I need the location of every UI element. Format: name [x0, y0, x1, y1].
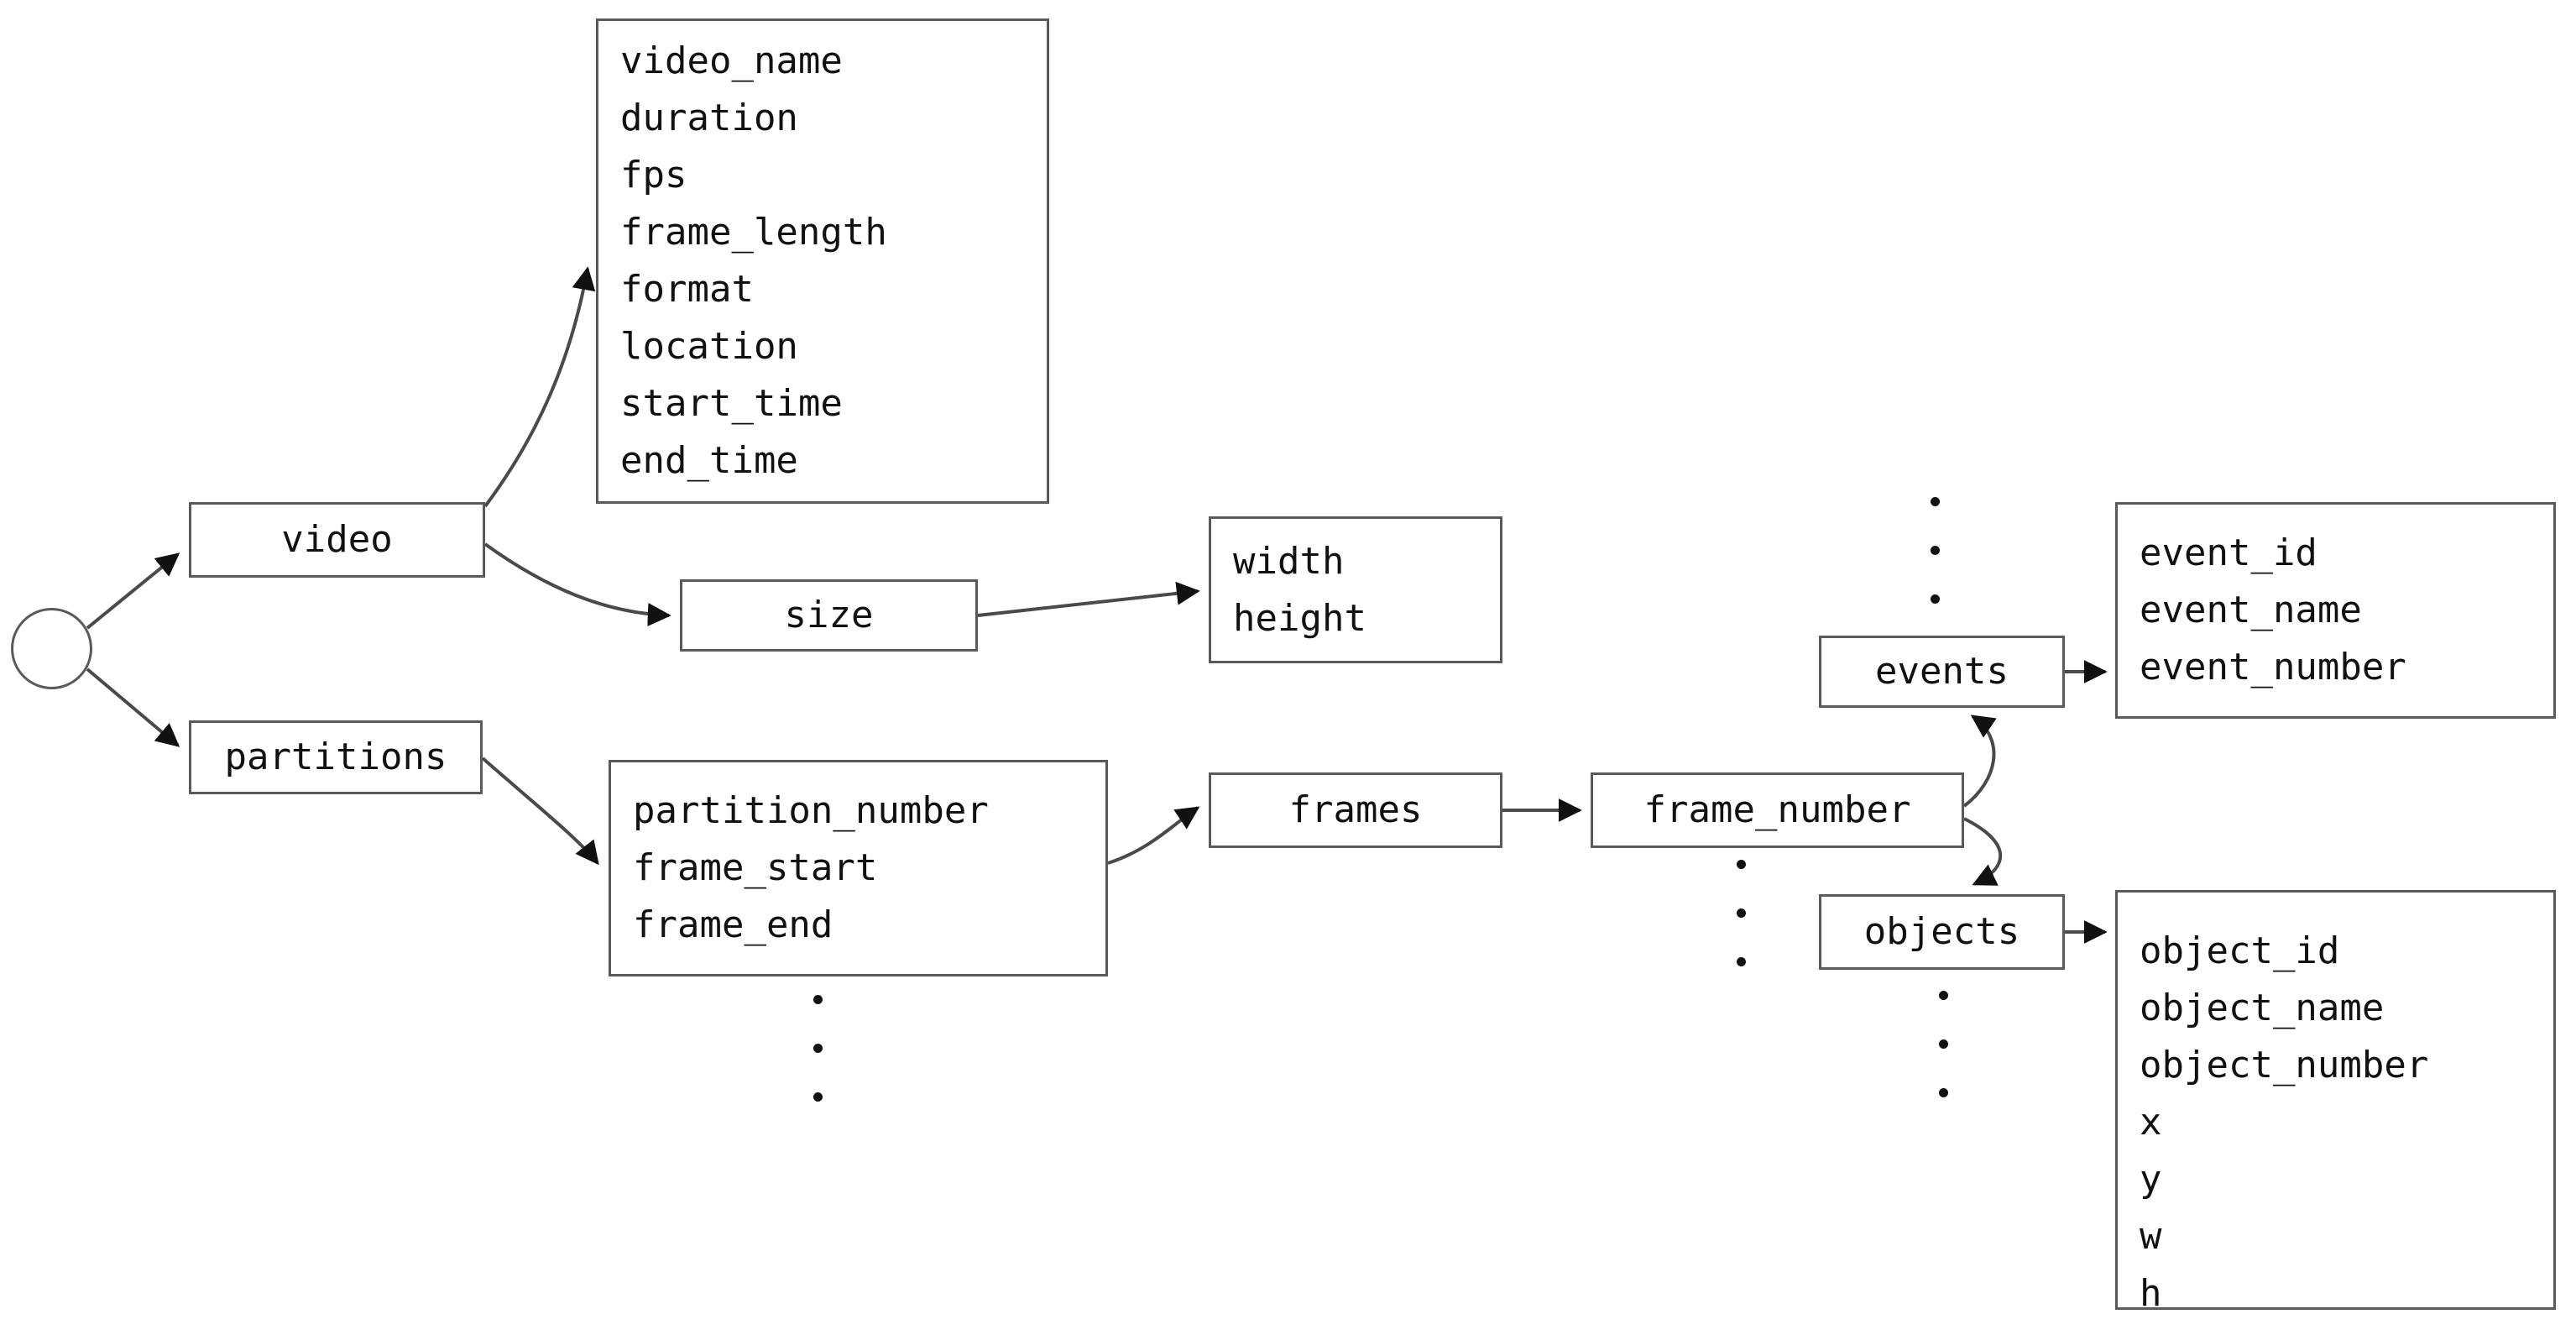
partition-attributes-box: partition_number frame_start frame_end: [609, 760, 1108, 976]
attribute-object-number: object_number: [2140, 1044, 2429, 1086]
node-frames-label: frames: [1288, 788, 1423, 831]
attribute-partition-number: partition_number: [633, 789, 989, 832]
attribute-object-x: x: [2140, 1101, 2162, 1144]
ellipsis-dot: [813, 995, 823, 1004]
edge-root-to-video: [86, 552, 180, 630]
node-size-label: size: [784, 594, 874, 636]
node-partitions[interactable]: partitions: [189, 720, 483, 794]
attribute-frame-end: frame_end: [633, 903, 833, 946]
node-frames[interactable]: frames: [1209, 772, 1502, 848]
attribute-start-time: start_time: [620, 382, 843, 425]
attribute-object-h: h: [2140, 1272, 2162, 1315]
node-video[interactable]: video: [189, 502, 485, 578]
edge-video-to-video-attributes: [483, 266, 596, 508]
attribute-object-name: object_name: [2140, 987, 2385, 1029]
ellipsis-above-events: [1931, 497, 1940, 604]
attribute-object-id: object_id: [2140, 929, 2340, 972]
ellipsis-dot: [1939, 1088, 1948, 1097]
edge-frame-number-to-objects: [1963, 817, 2003, 886]
edge-size-to-size-attributes: [977, 581, 1200, 617]
ellipsis-dot: [1939, 1039, 1948, 1049]
node-size[interactable]: size: [680, 579, 978, 652]
attribute-end-time: end_time: [620, 439, 798, 482]
ellipsis-dot: [1931, 497, 1940, 506]
node-frame-number[interactable]: frame_number: [1591, 772, 1964, 848]
video-attributes-box: video_name duration fps frame_length for…: [596, 18, 1049, 504]
attribute-frame-length: frame_length: [620, 211, 887, 254]
ellipsis-below-partition-attributes: [813, 995, 823, 1102]
edge-partitions-to-partition-attributes: [481, 756, 599, 866]
attribute-format: format: [620, 268, 754, 311]
root-node[interactable]: [11, 608, 92, 689]
ellipsis-dot: [1737, 860, 1746, 869]
ellipsis-below-frame-number: [1737, 860, 1746, 966]
attribute-event-name: event_name: [2140, 589, 2362, 631]
size-attributes-box: width height: [1209, 516, 1502, 663]
attribute-duration: duration: [620, 97, 798, 139]
ellipsis-dot: [1737, 957, 1746, 966]
attribute-object-w: w: [2140, 1215, 2162, 1258]
node-events-label: events: [1875, 650, 2009, 693]
attribute-frame-start: frame_start: [633, 846, 878, 889]
node-partitions-label: partitions: [224, 736, 447, 778]
ellipsis-dot: [1737, 908, 1746, 918]
edge-root-to-partitions: [86, 668, 180, 747]
attribute-location: location: [620, 325, 798, 368]
attribute-width: width: [1233, 539, 1345, 583]
node-frame-number-label: frame_number: [1643, 788, 1911, 831]
attribute-fps: fps: [620, 154, 687, 196]
object-attributes-box: object_id object_name object_number x y …: [2115, 890, 2556, 1315]
node-objects[interactable]: objects: [1819, 894, 2065, 970]
edge-video-to-size: [483, 542, 671, 626]
ellipsis-dot: [1931, 594, 1940, 604]
attribute-event-number: event_number: [2140, 646, 2406, 688]
event-attributes-box: event_id event_name event_number: [2115, 502, 2556, 719]
ellipsis-below-objects: [1939, 991, 1948, 1097]
attribute-height: height: [1233, 596, 1366, 640]
ellipsis-dot: [813, 1092, 823, 1102]
node-events[interactable]: events: [1819, 636, 2065, 708]
ellipsis-dot: [1939, 991, 1948, 1000]
ellipsis-dot: [1931, 546, 1940, 555]
attribute-video-name: video_name: [620, 39, 843, 82]
attribute-event-id: event_id: [2140, 531, 2317, 574]
edge-partition-attributes-to-frames: [1107, 806, 1200, 865]
edge-frame-number-to-events: [1962, 715, 1997, 808]
attribute-object-y: y: [2140, 1158, 2162, 1201]
node-video-label: video: [281, 518, 393, 561]
ellipsis-dot: [813, 1044, 823, 1053]
node-objects-label: objects: [1863, 910, 2020, 953]
